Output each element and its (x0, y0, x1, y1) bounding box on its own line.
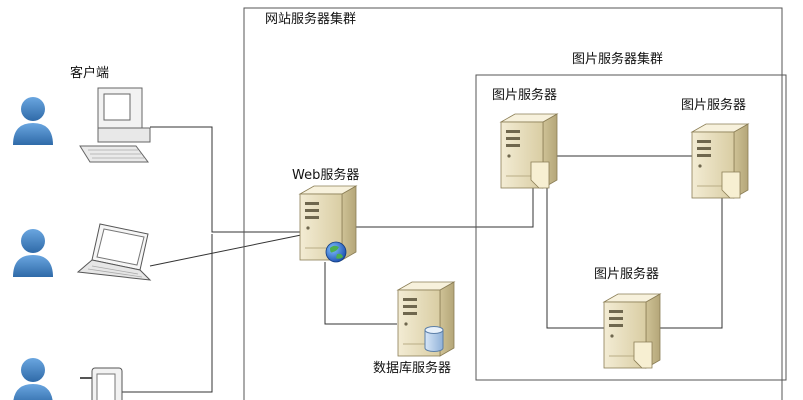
link-web-image-top (356, 185, 534, 228)
mobile-device-icon (80, 367, 123, 400)
database-icon (424, 326, 444, 352)
website-cluster-box (243, 7, 783, 400)
image-server-icon (500, 113, 558, 189)
image-server-label: 图片服务器 (594, 267, 660, 282)
link-laptop-web (149, 233, 307, 267)
link-image-top-bottom (546, 185, 606, 329)
database-server-icon (397, 281, 455, 357)
web-server-icon (299, 185, 357, 263)
link-image-right-bottom (660, 196, 723, 329)
client-label: 客户端 (70, 66, 110, 81)
link-web-db (324, 262, 397, 325)
web-server-label: Web服务器 (292, 168, 360, 183)
user-icon (13, 229, 53, 277)
user-icon (13, 358, 53, 400)
laptop-icon (76, 223, 152, 281)
user-icon (13, 97, 53, 145)
link-desktop-web (150, 126, 306, 233)
db-server-label: 数据库服务器 (373, 361, 452, 376)
globe-icon (325, 241, 347, 263)
image-server-icon (691, 123, 749, 199)
image-server-label: 图片服务器 (681, 98, 747, 113)
link-phone-web (122, 234, 213, 393)
image-cluster-label: 图片服务器集群 (572, 52, 664, 67)
image-server-icon (603, 293, 661, 369)
connection-lines (122, 126, 723, 393)
desktop-computer-icon (79, 87, 151, 163)
image-server-label: 图片服务器 (492, 88, 558, 103)
website-cluster-label: 网站服务器集群 (265, 12, 357, 27)
image-cluster-box (475, 74, 787, 381)
